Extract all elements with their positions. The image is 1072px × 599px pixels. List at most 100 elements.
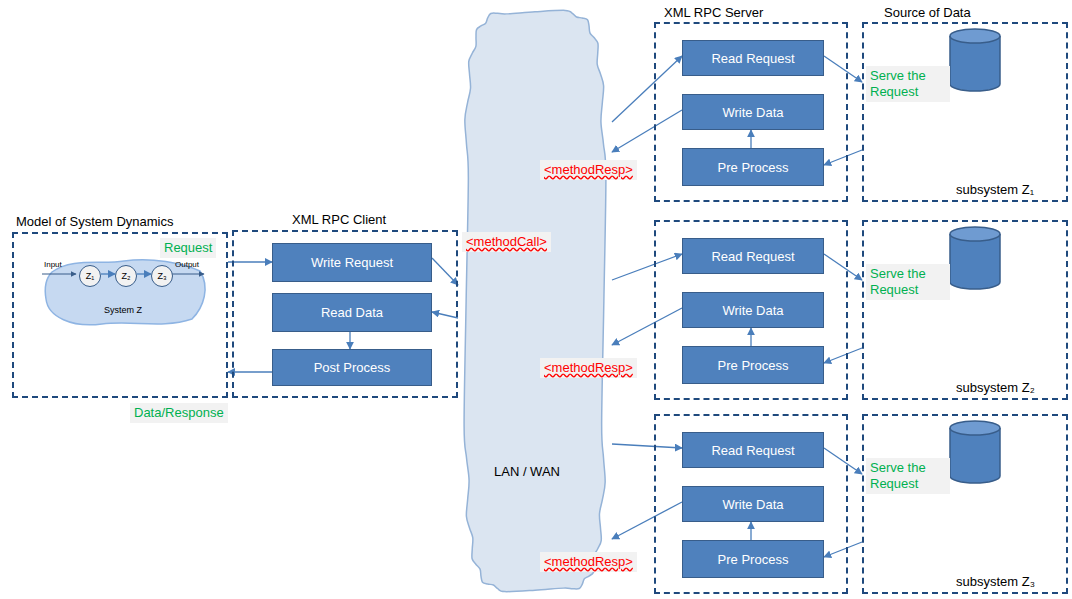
output-arrow bbox=[172, 274, 204, 275]
signal-label: Input bbox=[44, 260, 62, 270]
cylinder-body bbox=[950, 428, 1000, 483]
system-name: System Z bbox=[104, 305, 142, 315]
circle-label: Z₁ bbox=[86, 271, 95, 281]
database-cylinder bbox=[950, 421, 1000, 483]
dashed-group: Read RequestWrite DataPre Process bbox=[654, 414, 848, 594]
process-box: Read Request bbox=[682, 238, 824, 274]
flow-arrow bbox=[432, 312, 458, 318]
cylinder-top bbox=[950, 227, 1000, 241]
process-box: Write Data bbox=[682, 486, 824, 522]
flow-label: Serve the Request bbox=[866, 66, 950, 102]
box-label: Pre Process bbox=[718, 358, 789, 373]
signal-label: Output bbox=[175, 260, 199, 270]
text-anchor: LAN / WAN bbox=[494, 464, 560, 479]
group-heading: subsystem Z₃ bbox=[956, 574, 1035, 589]
text-anchor: subsystem Z₂ bbox=[956, 380, 1035, 395]
flow-arrow bbox=[137, 273, 151, 274]
flow-label: Data/Response bbox=[130, 403, 228, 423]
flow-arrow bbox=[228, 261, 272, 262]
process-box: Read Data bbox=[272, 293, 432, 332]
group-heading: Source of Data bbox=[884, 5, 971, 20]
cloud-outline bbox=[458, 6, 612, 596]
text-anchor: System Z bbox=[104, 301, 142, 316]
dashed-group: Write RequestRead DataPost ProcessXML RP… bbox=[232, 230, 458, 398]
text-anchor: XML RPC Client bbox=[292, 212, 386, 227]
text-anchor: subsystem Z₃ bbox=[956, 574, 1035, 589]
flow-arrow bbox=[612, 444, 682, 448]
xml-message-label: <methodCall> bbox=[462, 232, 551, 252]
blob-shape bbox=[45, 260, 205, 325]
dashed-group: subsystem Z₂ bbox=[862, 220, 1068, 400]
network-cloud: LAN / WAN bbox=[458, 6, 612, 596]
xml-message-label: <methodResp> bbox=[540, 358, 637, 378]
process-box: Write Request bbox=[272, 243, 432, 282]
process-box: Pre Process bbox=[682, 540, 824, 578]
process-box: Read Request bbox=[682, 432, 824, 468]
cloud-shape bbox=[464, 10, 606, 591]
flow-arrow bbox=[750, 522, 751, 540]
flow-arrow bbox=[612, 110, 682, 152]
xml-message-label: <methodResp> bbox=[540, 160, 637, 180]
flow-arrow bbox=[824, 150, 862, 165]
circle-label: Z₃ bbox=[157, 271, 166, 281]
flow-arrow bbox=[824, 254, 862, 280]
circle-label: Z₂ bbox=[122, 271, 131, 281]
flow-arrow bbox=[612, 308, 682, 345]
database-cylinder bbox=[950, 227, 1000, 289]
subsystem-label: subsystem Z₁ bbox=[956, 182, 1034, 197]
network-label: LAN / WAN bbox=[494, 464, 560, 479]
group-heading: Model of System Dynamics bbox=[16, 214, 174, 229]
dashed-group: Read RequestWrite DataPre Process bbox=[654, 220, 848, 400]
flow-label: Serve the Request bbox=[866, 264, 950, 300]
text-anchor: Source of Data bbox=[884, 5, 971, 20]
cylinder-body bbox=[950, 36, 1000, 91]
process-box: Pre Process bbox=[682, 346, 824, 384]
box-label: Read Data bbox=[321, 305, 383, 320]
box-label: Pre Process bbox=[718, 552, 789, 567]
dashed-group: subsystem Z₃ bbox=[862, 414, 1068, 594]
box-label: Write Request bbox=[311, 255, 393, 270]
flow-arrow bbox=[824, 542, 862, 557]
state-circle: Z₂ bbox=[115, 265, 137, 287]
flow-label: Serve the Request bbox=[866, 458, 950, 494]
box-label: Pre Process bbox=[718, 160, 789, 175]
state-circle: Z₃ bbox=[151, 265, 173, 287]
process-box: Post Process bbox=[272, 349, 432, 386]
flow-arrow bbox=[432, 258, 458, 285]
flow-arrow bbox=[824, 56, 862, 82]
cylinder-top bbox=[950, 421, 1000, 435]
flow-arrow bbox=[750, 328, 751, 346]
cylinder-top bbox=[950, 29, 1000, 43]
flow-arrow bbox=[228, 371, 272, 372]
process-box: Read Request bbox=[682, 40, 824, 76]
flow-arrow bbox=[349, 332, 350, 349]
dashed-group: Read RequestWrite DataPre ProcessXML RPC… bbox=[654, 22, 848, 202]
xml-message-label: <methodResp> bbox=[540, 552, 637, 572]
box-label: Read Request bbox=[711, 51, 794, 66]
process-box: Write Data bbox=[682, 292, 824, 328]
flow-label: Request bbox=[160, 238, 216, 258]
flow-arrow bbox=[750, 130, 751, 148]
box-label: Post Process bbox=[314, 360, 391, 375]
flow-arrow bbox=[824, 448, 862, 474]
text-anchor: XML RPC Server bbox=[664, 5, 763, 20]
state-circle: Z₁ bbox=[79, 265, 101, 287]
box-label: Read Request bbox=[711, 443, 794, 458]
flow-arrow bbox=[824, 348, 862, 363]
group-heading: subsystem Z₂ bbox=[956, 380, 1035, 395]
input-arrow bbox=[42, 274, 76, 275]
box-label: Read Request bbox=[711, 249, 794, 264]
cylinder-body bbox=[950, 234, 1000, 289]
text-anchor: Model of System Dynamics bbox=[16, 214, 174, 229]
process-box: Write Data bbox=[682, 94, 824, 130]
group-heading: XML RPC Client bbox=[292, 212, 386, 227]
flow-arrow bbox=[101, 273, 115, 274]
process-box: Pre Process bbox=[682, 148, 824, 186]
dashed-group: Source of Datasubsystem Z₁ bbox=[862, 22, 1068, 202]
database-cylinder bbox=[950, 29, 1000, 91]
box-label: Write Data bbox=[722, 105, 783, 120]
flow-arrow bbox=[612, 254, 682, 280]
group-heading: XML RPC Server bbox=[664, 5, 763, 20]
flow-arrow bbox=[612, 56, 682, 122]
flow-arrow bbox=[612, 502, 682, 539]
